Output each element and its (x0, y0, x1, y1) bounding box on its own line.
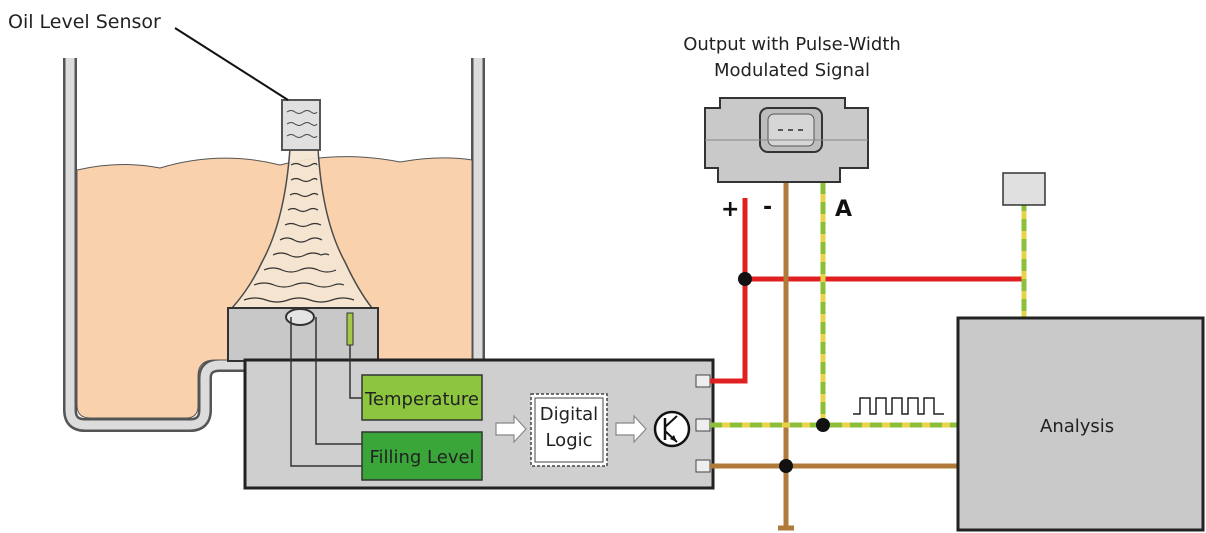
junction-dots (738, 272, 830, 473)
transducer-element (285, 308, 315, 326)
oil-level-sensor-label: Oil Level Sensor (8, 11, 161, 33)
svg-text:Digital: Digital (540, 404, 598, 425)
analysis-box: Analysis (956, 316, 1205, 532)
flow-arrow-1 (495, 414, 527, 444)
sound-wave-lines (243, 162, 355, 303)
chip-icon: Digital Logic (530, 393, 608, 467)
output-label-line1: Output with Pulse-Width (683, 34, 901, 55)
pin-a-label: A (835, 197, 852, 222)
svg-text:Analysis: Analysis (1040, 416, 1114, 437)
flow-arrow-2 (615, 414, 647, 444)
surface-probe (281, 99, 321, 151)
pin-minus-label: - (763, 195, 772, 220)
supply-wires (710, 198, 1024, 384)
temperature-block: Temperature (361, 374, 483, 421)
svg-text:Filling Level: Filling Level (369, 447, 474, 468)
output-label-line2: Modulated Signal (714, 60, 870, 81)
svg-text:Logic: Logic (545, 430, 592, 451)
internal-wiring (290, 317, 362, 467)
filling-level-block: Filling Level (361, 431, 483, 481)
sensor-head (227, 307, 379, 362)
temperature-probe (346, 312, 354, 346)
analysis-terminal (1002, 172, 1046, 206)
svg-text:Temperature: Temperature (364, 389, 479, 410)
pin-plus-label: + (721, 197, 739, 222)
transistor-icon (653, 410, 691, 448)
sensor-leader-line (174, 27, 289, 101)
connector-icon (704, 97, 869, 183)
pwm-signal-icon (853, 397, 944, 415)
